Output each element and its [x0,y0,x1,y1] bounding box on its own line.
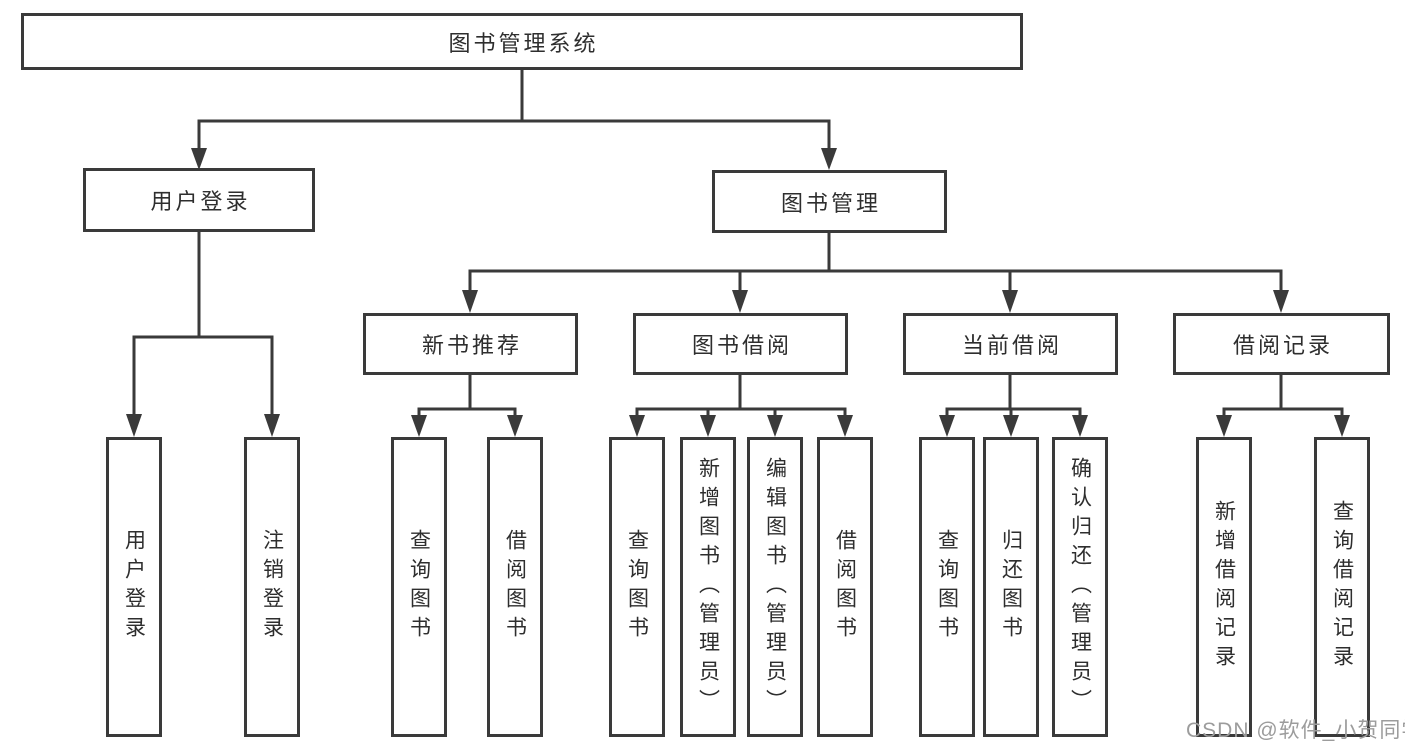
node-book-management: 图书管理 [712,170,947,233]
node-book-borrow: 图书借阅 [633,313,848,375]
node-leaf-user-login: 用户登录 [106,437,162,737]
node-leaf-confirm-return-admin-label: 确认归还（管理员） [1068,456,1092,718]
node-leaf-borrow-books-recommend: 借阅图书 [487,437,543,737]
node-leaf-query-books-current: 查询图书 [919,437,975,737]
node-leaf-add-borrow-record: 新增借阅记录 [1196,437,1252,737]
node-leaf-confirm-return-admin: 确认归还（管理员） [1052,437,1108,737]
connector-root-to-level2 [191,68,837,170]
node-leaf-return-book-label: 归还图书 [999,529,1023,645]
node-leaf-query-books-current-label: 查询图书 [935,529,959,645]
node-new-book-recommend: 新书推荐 [363,313,578,375]
connector-user-login-children [126,230,280,437]
connector-borrow-records-children [1216,373,1350,437]
node-leaf-borrow-books-recommend-label: 借阅图书 [503,529,527,645]
node-leaf-edit-book-admin: 编辑图书（管理员） [747,437,803,737]
node-leaf-edit-book-admin-label: 编辑图书（管理员） [763,456,787,718]
node-leaf-add-borrow-record-label: 新增借阅记录 [1212,500,1236,674]
connector-new-book-children [411,373,523,437]
node-leaf-query-borrow-record: 查询借阅记录 [1314,437,1370,737]
node-leaf-query-books-borrow: 查询图书 [609,437,665,737]
connector-current-borrow-children [939,373,1088,437]
node-leaf-add-book-admin: 新增图书（管理员） [680,437,736,737]
node-current-borrow: 当前借阅 [903,313,1118,375]
csdn-watermark: CSDN @软件_小贺同学 [1186,719,1405,742]
node-leaf-query-books-recommend-label: 查询图书 [407,529,431,645]
node-leaf-query-books-borrow-label: 查询图书 [625,529,649,645]
node-user-login: 用户登录 [83,168,315,232]
connector-book-management-children [462,231,1289,313]
node-leaf-borrow-books: 借阅图书 [817,437,873,737]
node-leaf-query-books-recommend: 查询图书 [391,437,447,737]
node-leaf-add-book-admin-label: 新增图书（管理员） [696,456,720,718]
node-leaf-return-book: 归还图书 [983,437,1039,737]
node-leaf-user-login-label: 用户登录 [122,529,146,645]
node-leaf-logout: 注销登录 [244,437,300,737]
node-leaf-query-borrow-record-label: 查询借阅记录 [1330,500,1354,674]
node-leaf-logout-label: 注销登录 [260,529,284,645]
node-borrow-records: 借阅记录 [1173,313,1390,375]
node-leaf-borrow-books-label: 借阅图书 [833,529,857,645]
node-system-root: 图书管理系统 [21,13,1023,70]
connector-book-borrow-children [629,373,853,437]
